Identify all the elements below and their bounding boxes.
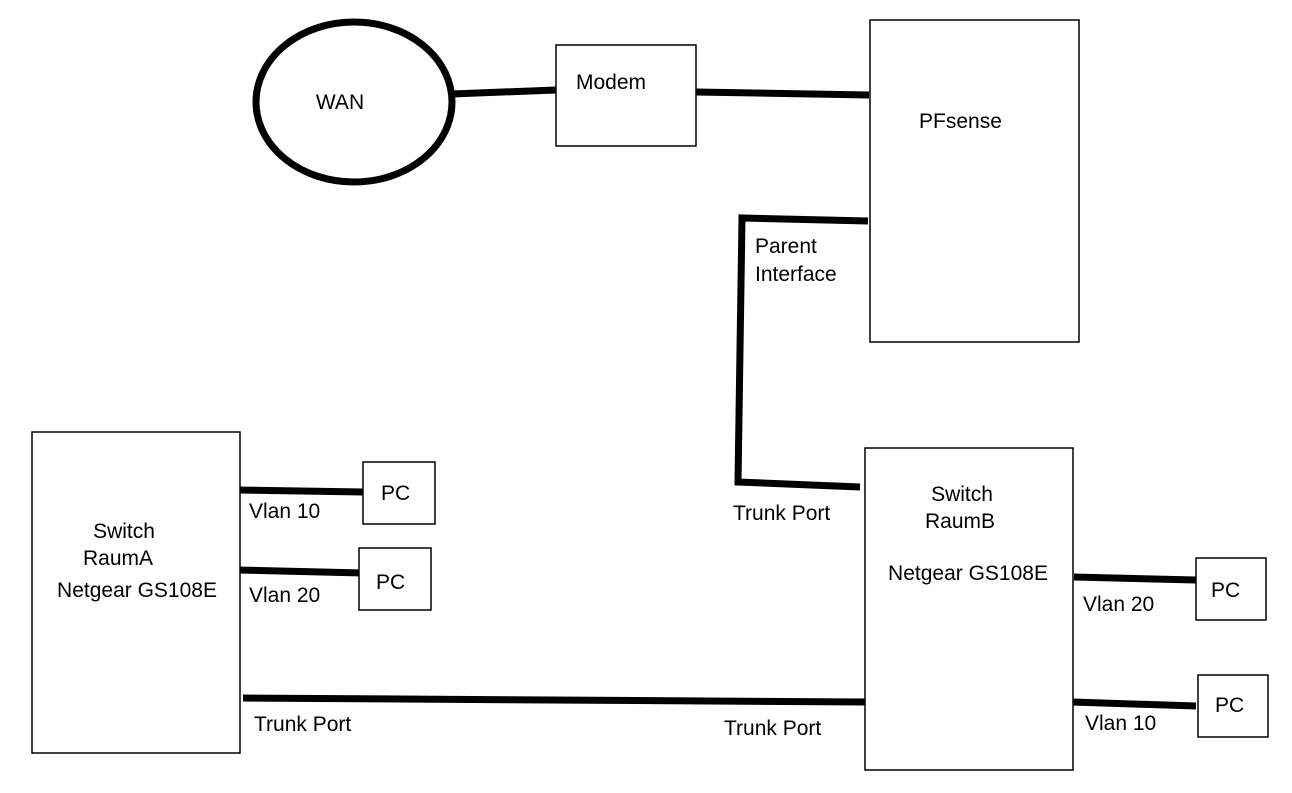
vlan20-b-label: Vlan 20 [1083, 593, 1154, 616]
switch-a-label-line1: Switch [93, 520, 155, 543]
trunk-port-a-label: Trunk Port [254, 713, 351, 736]
pfsense-box [869, 19, 1080, 343]
pfsense-label: PFsense [919, 110, 1002, 133]
trunk-port-b-label: Trunk Port [724, 717, 821, 740]
switch-b-label-line2: RaumB [925, 510, 995, 533]
switch-a-label-line2: RaumA [83, 547, 153, 570]
wan-cloud [252, 18, 456, 186]
wan-label: WAN [316, 91, 364, 114]
switch-b-label-line1: Switch [931, 483, 993, 506]
vlan10-b-label: Vlan 10 [1085, 712, 1156, 735]
switch-b-pc-vlan20-link [1073, 573, 1197, 584]
parent-interface-label-line2: Interface [755, 263, 837, 286]
switch-b-label-line3: Netgear GS108E [888, 562, 1048, 585]
pc-b1-box [1195, 557, 1267, 621]
switch-a-label-line3: Netgear GS108E [57, 579, 217, 602]
switch-raum-b-box [864, 447, 1074, 771]
vlan20-a-label: Vlan 20 [249, 584, 320, 607]
parent-interface-label-line1: Parent [755, 235, 817, 258]
trunk-port-label-pf: Trunk Port [733, 502, 830, 525]
modem-label: Modem [576, 71, 646, 94]
pfsense-switch-b-trunk-link [734, 214, 869, 491]
pc-b2-box [1197, 674, 1269, 738]
pc-b2-label: PC [1215, 694, 1244, 717]
pc-a2-box [358, 547, 432, 611]
pc-b1-label: PC [1211, 579, 1240, 602]
switch-a-pc-vlan20-link [236, 566, 364, 577]
switch-a-pc-vlan10-link [236, 486, 364, 496]
switch-b-pc-vlan10-link [1071, 698, 1197, 710]
modem-pfsense-link [695, 88, 870, 99]
pc-a2-label: PC [376, 571, 405, 594]
switch-raum-a-box [31, 431, 241, 754]
switch-a-switch-b-trunk-link [242, 694, 866, 706]
vlan10-a-label: Vlan 10 [249, 500, 320, 523]
pc-a1-box [362, 461, 436, 525]
wan-modem-link [451, 86, 557, 98]
pc-a1-label: PC [381, 482, 410, 505]
modem-box [555, 44, 697, 147]
